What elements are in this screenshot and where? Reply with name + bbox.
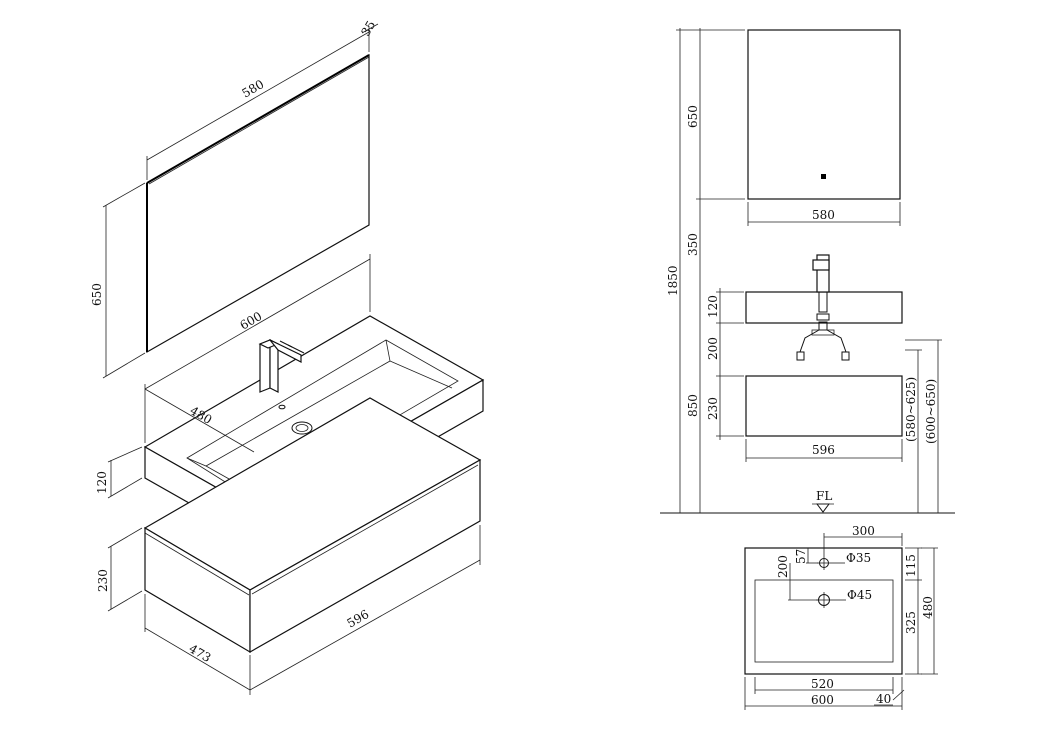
plan-rim-label: 40	[876, 692, 891, 706]
plan-top-depth-label: 115	[904, 554, 918, 577]
front-basin-height-label: 120	[706, 295, 720, 318]
plan-bowl-width-label: 520	[811, 677, 834, 691]
plan-drain-offset-label: 200	[776, 555, 790, 578]
iso-mirror-thickness-label: 35	[358, 18, 378, 38]
front-faucet	[796, 254, 850, 361]
plan-drain-hole: Φ45	[816, 588, 872, 608]
front-mirror-width-label: 580	[812, 208, 835, 222]
front-range-a-label: (580~625)	[904, 377, 918, 442]
front-mirror	[747, 29, 901, 200]
front-elevation: FL 1850 650	[660, 28, 955, 514]
front-mirror-height-label: 650	[686, 105, 700, 128]
front-cabinet-width-label: 596	[812, 443, 835, 457]
iso-cabinet-width-label: 596	[345, 607, 372, 631]
iso-cabinet-depth-label: 473	[187, 641, 214, 665]
front-floor-to-basin-label: 850	[686, 394, 700, 417]
plan-view: Φ35 Φ45 300 57 200 115 325 480	[744, 524, 938, 710]
plan-overall-depth-label: 480	[921, 596, 935, 619]
front-gap-mirror-basin-label: 350	[686, 233, 700, 256]
iso-faucet	[258, 339, 305, 393]
floor-level-marker: FL	[812, 489, 834, 513]
plan-tap-edge-label: 57	[794, 549, 808, 564]
front-cabinet	[745, 375, 903, 437]
front-range-b-label: (600~650)	[924, 379, 938, 444]
plan-tap-hole-label: Φ35	[846, 551, 871, 565]
front-total-height-label: 1850	[666, 265, 680, 296]
front-cabinet-height-label: 230	[706, 397, 720, 420]
plan-basin-outline	[744, 547, 903, 675]
plan-faucet-offset-label: 300	[852, 524, 875, 538]
floor-label: FL	[816, 489, 832, 503]
front-basin	[745, 291, 903, 324]
iso-basin-height-label: 120	[95, 471, 109, 494]
plan-overall-width-label: 600	[811, 693, 834, 707]
plan-drain-hole-label: Φ45	[847, 588, 872, 602]
iso-mirror-height-label: 650	[90, 283, 104, 306]
iso-mirror: 580 35 650	[90, 18, 378, 379]
plan-bowl-depth-label: 325	[904, 611, 918, 634]
front-gap-basin-cabinet-label: 200	[706, 337, 720, 360]
iso-cabinet-height-label: 230	[96, 569, 110, 592]
iso-cabinet: 230 596 473	[96, 397, 482, 695]
plan-bowl-outline	[754, 579, 894, 663]
isometric-view: 580 35 650	[90, 18, 485, 695]
iso-mirror-width-label: 580	[240, 77, 267, 101]
iso-basin-width-label: 600	[238, 309, 265, 333]
mirror-sensor-icon	[821, 174, 826, 179]
plan-tap-hole: Φ35	[817, 551, 871, 570]
